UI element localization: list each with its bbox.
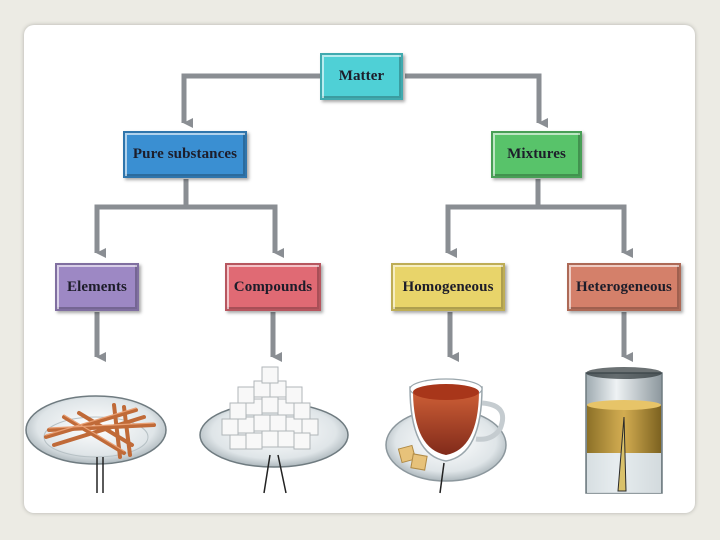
cup-of-tea-image	[385, 378, 507, 494]
compounds-node: Compounds	[225, 263, 321, 311]
mixtures-node: Mixtures	[491, 131, 582, 178]
oil-and-water-cylinder-image	[585, 367, 663, 494]
connector-mixtures-to-heterogeneous	[538, 204, 633, 258]
homogeneous-node: Homogeneous	[391, 263, 505, 311]
mixtures-label: Mixtures	[507, 146, 566, 162]
heterogeneous-node: Heterogeneous	[567, 263, 681, 311]
connector-pure-branch	[94, 179, 189, 258]
connector-pure-to-compounds	[186, 204, 284, 258]
matter-classification-diagram	[25, 73, 663, 494]
pure-substances-label: Pure substances	[132, 146, 238, 162]
elements-label: Elements	[67, 278, 127, 295]
connectors	[94, 73, 633, 362]
copper-wires-on-dish-image	[25, 395, 167, 493]
slide: Matter Pure substances Mixtures Elements…	[24, 25, 695, 513]
elements-node: Elements	[55, 263, 139, 311]
connector-matter-to-pure	[181, 73, 320, 128]
compounds-label: Compounds	[233, 278, 313, 295]
connector-matter-to-mixtures	[405, 73, 548, 128]
matter-node: Matter	[320, 53, 403, 100]
sugar-cubes-on-dish-image	[199, 366, 349, 494]
pure-substances-node: Pure substances	[123, 131, 247, 178]
homogeneous-label: Homogeneous	[402, 278, 494, 295]
matter-label: Matter	[338, 68, 385, 84]
heterogeneous-label: Heterogeneous	[575, 278, 672, 295]
connector-mixtures-branch	[445, 179, 541, 258]
